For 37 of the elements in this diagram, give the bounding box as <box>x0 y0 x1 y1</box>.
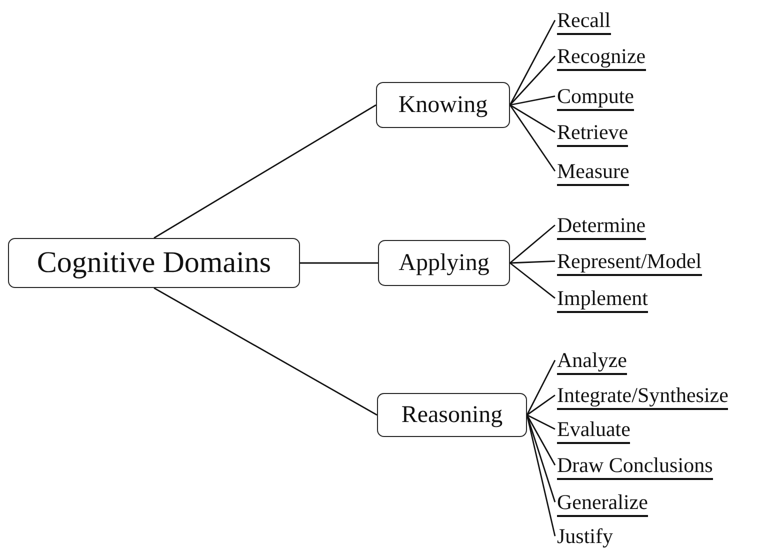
underlined-term: Recall <box>557 8 611 35</box>
connector-line <box>526 360 556 416</box>
connector-line <box>526 414 556 430</box>
root-topic-box <box>8 238 300 288</box>
underlined-term: Analyze <box>557 348 627 375</box>
connector-line <box>509 56 556 106</box>
connector-line <box>154 287 378 416</box>
connector-line <box>510 224 556 264</box>
underlined-term: Draw Conclusions <box>557 453 713 480</box>
connector-line <box>510 262 556 299</box>
underlined-term: Evaluate <box>557 417 630 444</box>
topic-label: Applying <box>398 250 490 276</box>
connector-line <box>154 104 376 239</box>
connector-line <box>526 414 556 466</box>
connector-line <box>509 20 556 106</box>
connector-line <box>510 260 556 264</box>
underlined-term: Integrate/Synthesize <box>557 383 728 410</box>
connector-line <box>300 262 378 264</box>
category-box <box>378 240 510 286</box>
underlined-term: Compute <box>557 84 634 111</box>
underlined-term: Measure <box>557 159 630 186</box>
connector-line <box>510 95 556 106</box>
underlined-term: Retrieve <box>557 120 628 147</box>
underlined-term: Justify <box>557 524 614 549</box>
connector-line <box>509 104 556 172</box>
category-box <box>377 393 527 437</box>
topic-label: Cognitive Domains <box>36 246 272 280</box>
underlined-term: Generalize <box>557 490 648 517</box>
underlined-term: Implement <box>557 286 648 313</box>
category-box <box>376 82 510 128</box>
topic-label: Reasoning <box>401 402 503 428</box>
connector-line <box>526 394 556 416</box>
underlined-term: Represent/Model <box>557 249 702 276</box>
underlined-term: Determine <box>557 213 646 240</box>
underlined-term: Recognize <box>557 44 646 71</box>
topic-label: Knowing <box>398 92 488 118</box>
connector-line <box>510 104 556 133</box>
